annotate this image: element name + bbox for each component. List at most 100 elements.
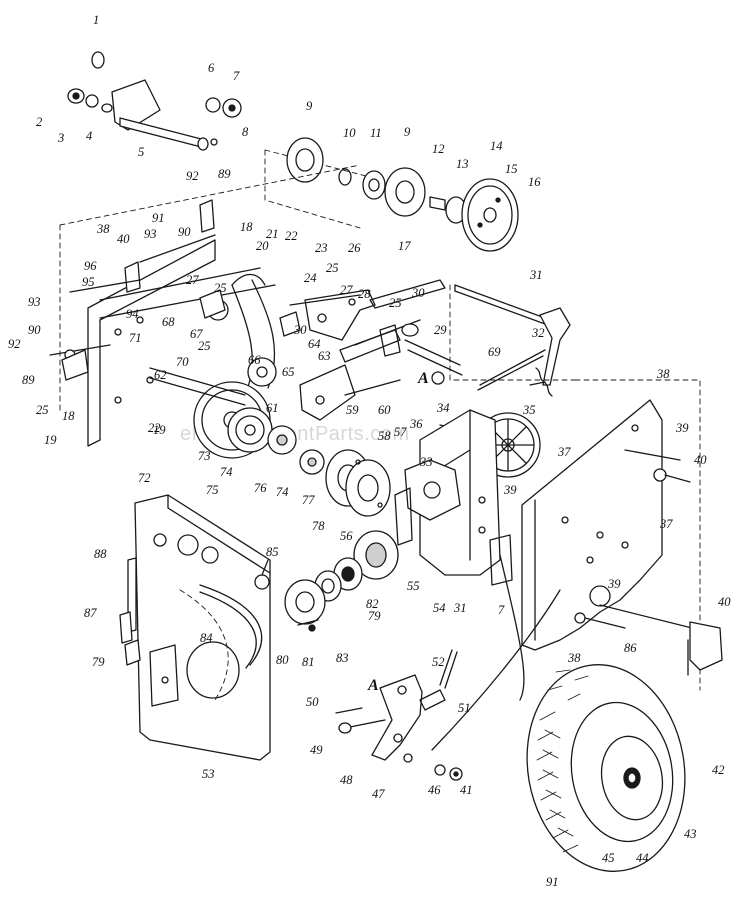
callout: 28 xyxy=(358,287,371,301)
callout: 87 xyxy=(84,606,97,620)
callout: 88 xyxy=(94,547,107,561)
callout: 41 xyxy=(460,783,473,797)
callout: 39 xyxy=(503,483,517,497)
callout: 62 xyxy=(154,368,167,382)
tire-tread xyxy=(536,669,589,853)
callout: 6 xyxy=(208,61,215,75)
callout: 2 xyxy=(36,115,42,129)
callout: 22 xyxy=(148,421,161,435)
callout: 94 xyxy=(126,307,139,321)
callout: 45 xyxy=(602,851,615,865)
control-cable xyxy=(431,589,561,751)
callout: 32 xyxy=(531,326,545,340)
callout: 54 xyxy=(433,601,446,615)
center-linkage xyxy=(279,279,463,421)
callout: 81 xyxy=(302,655,315,669)
callout: 10 xyxy=(343,126,356,140)
callout: 52 xyxy=(432,655,445,669)
top-shaft-assembly xyxy=(67,51,242,151)
lower-lever xyxy=(335,649,463,781)
callout: 86 xyxy=(624,641,637,655)
callout: 3 xyxy=(57,131,64,145)
left-frame-plate xyxy=(49,164,361,447)
callout: 13 xyxy=(456,157,469,171)
callout: 90 xyxy=(178,225,191,239)
callout: 74 xyxy=(220,465,233,479)
callout: 47 xyxy=(372,787,385,801)
callout: 4 xyxy=(86,129,92,143)
callout: 76 xyxy=(254,481,267,495)
callout: 66 xyxy=(248,353,261,367)
callout: 39 xyxy=(675,421,689,435)
callout: 21 xyxy=(266,227,279,241)
callout: 53 xyxy=(202,767,215,781)
callout: 95 xyxy=(82,275,95,289)
callout: 12 xyxy=(432,142,445,156)
callout: 89 xyxy=(218,167,231,181)
callout: 69 xyxy=(488,345,501,359)
callout: 7 xyxy=(498,603,505,617)
bearing-stack xyxy=(284,449,399,632)
callout: 14 xyxy=(490,139,503,153)
callout: 27 xyxy=(186,273,199,287)
callout: 23 xyxy=(315,241,328,255)
callout: 51 xyxy=(458,701,471,715)
callout: 31 xyxy=(529,268,543,282)
callout: 92 xyxy=(186,169,199,183)
callout: 38 xyxy=(567,651,581,665)
callout: 38 xyxy=(656,367,670,381)
callout: 19 xyxy=(153,423,166,437)
callout: 42 xyxy=(712,763,725,777)
callout: 91 xyxy=(152,211,165,225)
callout: 84 xyxy=(200,631,213,645)
callout: 60 xyxy=(378,403,391,417)
control-rod xyxy=(449,284,576,397)
callout: 38 xyxy=(96,222,110,236)
callout: 20 xyxy=(256,239,269,253)
callout: 17 xyxy=(398,239,411,253)
callout: 22 xyxy=(285,229,298,243)
callout: 79 xyxy=(368,609,381,623)
callout: 91 xyxy=(546,875,559,889)
callout: 59 xyxy=(346,403,359,417)
callout: 78 xyxy=(312,519,325,533)
callout: 83 xyxy=(336,651,349,665)
callout: 33 xyxy=(419,455,433,469)
callout: 43 xyxy=(684,827,697,841)
callout: 24 xyxy=(304,271,317,285)
pulley-assembly xyxy=(264,137,519,252)
center-housing xyxy=(394,409,513,586)
callout: 40 xyxy=(718,595,731,609)
callout: 18 xyxy=(240,220,253,234)
callout: 18 xyxy=(62,409,75,423)
callout: 25 xyxy=(198,339,211,353)
callout: 56 xyxy=(340,529,353,543)
callout: 19 xyxy=(44,433,57,447)
callout: 25 xyxy=(326,261,339,275)
callout: 73 xyxy=(198,449,211,463)
left-side-cover xyxy=(119,494,271,761)
callout: 46 xyxy=(428,783,441,797)
callout: 44 xyxy=(636,851,649,865)
callout: 9 xyxy=(306,99,313,113)
callout: 89 xyxy=(22,373,35,387)
callout: 50 xyxy=(306,695,319,709)
right-frame-plate xyxy=(521,379,723,691)
callout: 85 xyxy=(266,545,279,559)
callout: 70 xyxy=(176,355,189,369)
callout: 27 xyxy=(340,283,353,297)
callout: 39 xyxy=(607,577,621,591)
callout: 11 xyxy=(370,126,382,140)
callout: 63 xyxy=(318,349,331,363)
callout: 72 xyxy=(138,471,151,485)
callout: 77 xyxy=(302,493,315,507)
callout: 71 xyxy=(129,331,142,345)
callout: 1 xyxy=(93,13,99,27)
callout: 36 xyxy=(409,417,423,431)
callout: 74 xyxy=(276,485,289,499)
callout: 48 xyxy=(340,773,353,787)
callout: 93 xyxy=(144,227,157,241)
callout: 40 xyxy=(694,453,707,467)
callout: 37 xyxy=(659,517,673,531)
